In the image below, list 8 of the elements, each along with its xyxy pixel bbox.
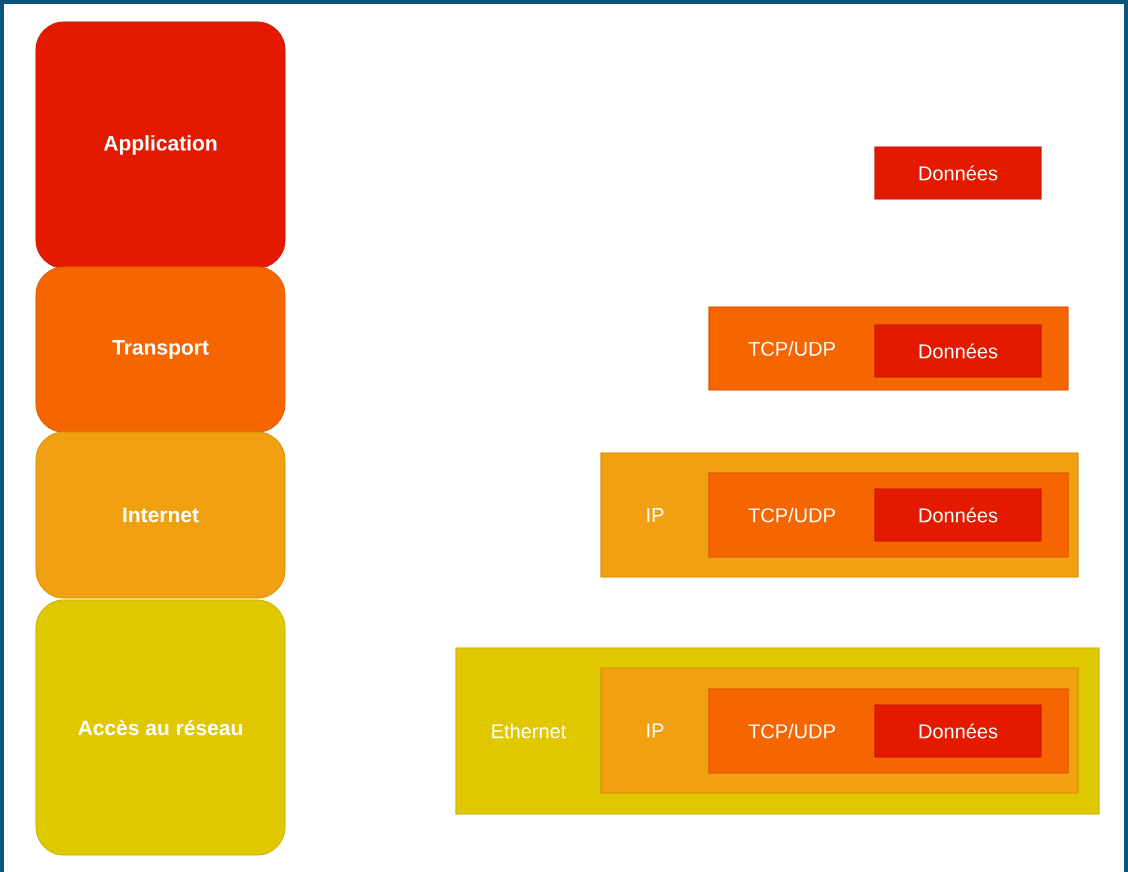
- layer-box: Transport: [35, 266, 286, 433]
- layer-box: Application: [35, 21, 286, 269]
- layer-box: Internet: [35, 431, 286, 599]
- packet-box: Données: [874, 704, 1042, 758]
- layer-box: Accès au réseau: [35, 599, 286, 856]
- packet-box: Données: [874, 146, 1042, 200]
- packet-box: Données: [874, 488, 1042, 542]
- packet-box: Données: [874, 324, 1042, 378]
